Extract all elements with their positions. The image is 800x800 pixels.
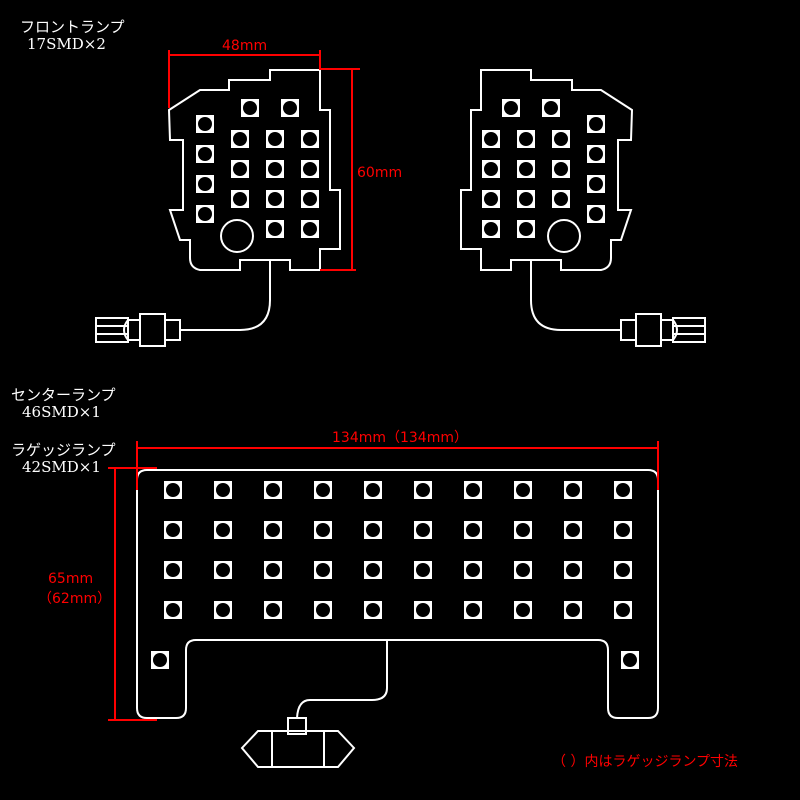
smd-led: [364, 601, 382, 619]
smd-led: [214, 601, 232, 619]
smd-led: [196, 145, 214, 163]
front-lamp-left: [95, 69, 341, 347]
smd-led: [464, 601, 482, 619]
smd-led: [281, 99, 299, 117]
smd-led: [314, 561, 332, 579]
smd-led: [266, 220, 284, 238]
smd-led: [564, 521, 582, 539]
smd-led: [214, 521, 232, 539]
smd-led: [514, 561, 532, 579]
smd-led: [314, 521, 332, 539]
smd-led: [364, 481, 382, 499]
smd-led: [196, 115, 214, 133]
front-lamp-title: フロントランプ: [20, 18, 125, 36]
smd-led: [264, 601, 282, 619]
smd-led: [241, 99, 259, 117]
smd-led: [364, 561, 382, 579]
smd-led: [564, 601, 582, 619]
front-lamp-board: [167, 69, 341, 271]
luggage-lamp-board: [136, 469, 659, 719]
smd-led: [214, 481, 232, 499]
front-width-dimension: [168, 50, 321, 108]
luggage-lamp: [136, 469, 659, 768]
smd-led: [614, 561, 632, 579]
smd-led: [464, 521, 482, 539]
smd-led: [364, 521, 382, 539]
front-height-dimension: [320, 68, 360, 271]
cable: [296, 640, 388, 719]
smd-led: [196, 205, 214, 223]
center-lamp-spec: 46SMD×1: [22, 403, 101, 421]
smd-led: [264, 521, 282, 539]
front-height-label: 60mm: [357, 165, 402, 181]
smd-led: [614, 601, 632, 619]
smd-led: [514, 601, 532, 619]
smd-led: [564, 561, 582, 579]
smd-led: [301, 160, 319, 178]
smd-led: [266, 160, 284, 178]
smd-led: [614, 481, 632, 499]
luggage-lamp-title: ラゲッジランプ: [11, 441, 116, 459]
rear-width-dimension: [136, 441, 659, 490]
smd-led: [266, 190, 284, 208]
smd-led: [414, 561, 432, 579]
smd-led: [164, 601, 182, 619]
footnote: （ ）内はラゲッジランプ寸法: [552, 754, 738, 770]
smd-led: [164, 481, 182, 499]
smd-led: [196, 175, 214, 193]
smd-led: [164, 561, 182, 579]
smd-led: [464, 481, 482, 499]
smd-led: [614, 521, 632, 539]
front-lamp-right: [460, 69, 706, 347]
smd-led: [231, 130, 249, 148]
smd-led: [514, 521, 532, 539]
smd-led: [301, 190, 319, 208]
smd-led: [301, 220, 319, 238]
smd-led: [301, 130, 319, 148]
sensor-circle: [220, 219, 254, 253]
smd-led: [151, 651, 169, 669]
festoon-connector: [240, 717, 356, 768]
rear-width-label: 134mm（134mm）: [332, 430, 468, 446]
smd-led: [231, 160, 249, 178]
front-width-label: 48mm: [222, 38, 267, 54]
front-lamp-spec: 17SMD×2: [27, 35, 106, 53]
smd-led: [314, 601, 332, 619]
smd-led: [564, 481, 582, 499]
smd-led: [214, 561, 232, 579]
smd-led: [464, 561, 482, 579]
smd-led: [231, 190, 249, 208]
smd-led: [264, 561, 282, 579]
smd-led: [414, 481, 432, 499]
smd-led: [264, 481, 282, 499]
smd-led: [266, 130, 284, 148]
center-lamp-title: センターランプ: [11, 386, 116, 404]
smd-led: [314, 481, 332, 499]
smd-led: [621, 651, 639, 669]
smd-led: [514, 481, 532, 499]
smd-led: [164, 521, 182, 539]
rear-height-dimension: [108, 467, 157, 721]
rear-height-label-alt: （62mm）: [38, 591, 111, 607]
cable: [180, 260, 271, 331]
connector: [95, 313, 181, 347]
smd-led: [414, 521, 432, 539]
rear-height-label: 65mm: [48, 571, 93, 587]
smd-led: [414, 601, 432, 619]
luggage-lamp-spec: 42SMD×1: [22, 458, 101, 476]
